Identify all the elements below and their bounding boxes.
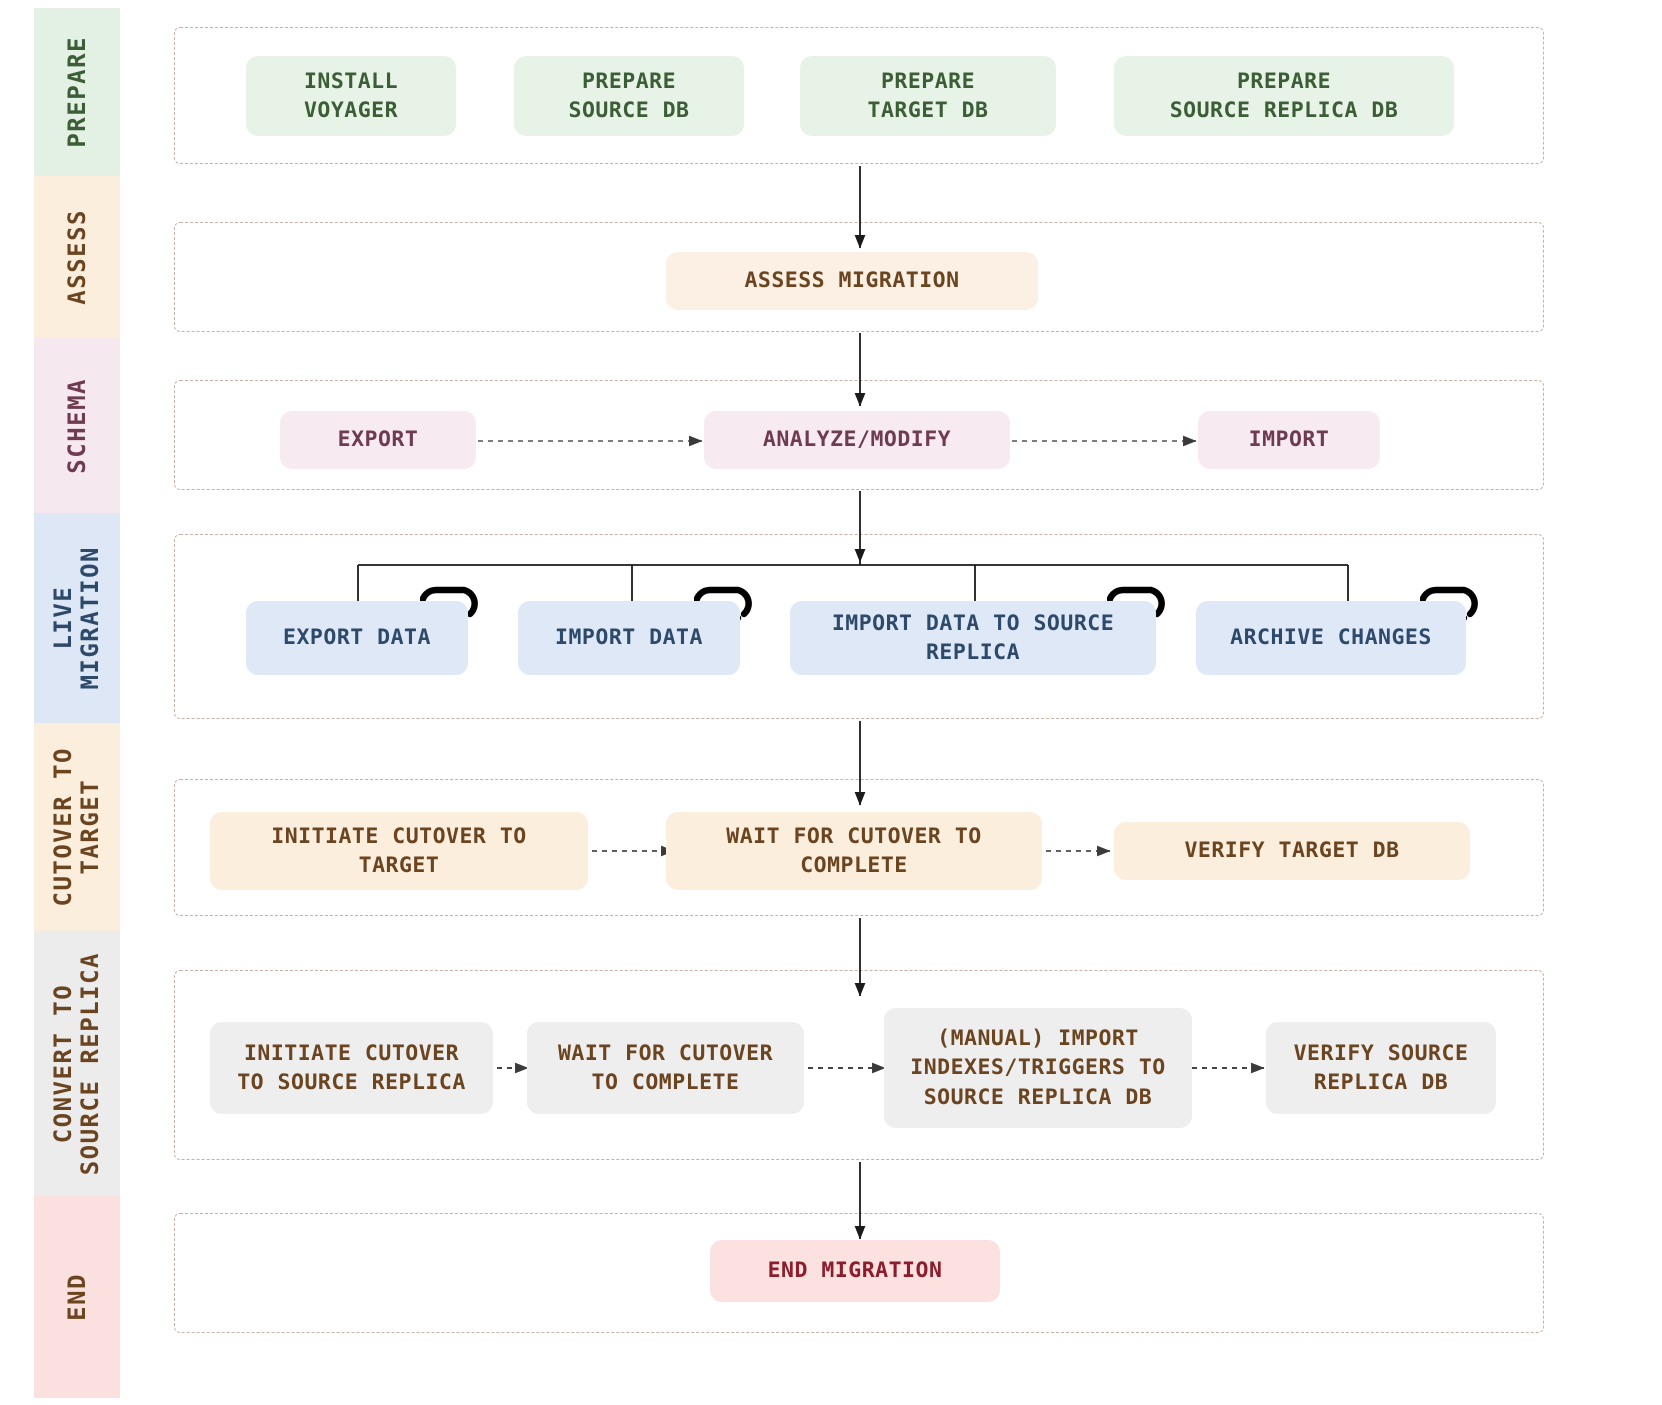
stage-label-end: END [62,1273,91,1321]
node-prepare-source-replica-db[interactable]: PREPARE SOURCE REPLICA DB [1114,56,1454,136]
stage-segment-cutover-to-target: CUTOVER TO TARGET [34,723,120,931]
row-container-schema [174,380,1544,490]
node-wait-for-cutover-to-complete[interactable]: WAIT FOR CUTOVER TO COMPLETE [666,812,1042,890]
stage-rail: PREPARE ASSESS SCHEMA LIVE MIGRATION CUT… [34,8,120,1398]
stage-segment-schema: SCHEMA [34,338,120,513]
node-prepare-source-db[interactable]: PREPARE SOURCE DB [514,56,744,136]
stage-segment-assess: ASSESS [34,176,120,338]
stage-label-prepare: PREPARE [62,36,91,148]
node-end-migration[interactable]: END MIGRATION [710,1240,1000,1302]
row-container-live-migration [174,534,1544,719]
node-initiate-cutover-to-target[interactable]: INITIATE CUTOVER TO TARGET [210,812,588,890]
stage-label-schema: SCHEMA [62,377,91,474]
stage-label-cutover-to-target: CUTOVER TO TARGET [49,747,104,907]
node-verify-target-db[interactable]: VERIFY TARGET DB [1114,822,1470,880]
row-container-prepare [174,27,1544,164]
stage-segment-end: END [34,1196,120,1398]
stage-segment-prepare: PREPARE [34,8,120,176]
node-import-data[interactable]: IMPORT DATA [518,601,740,675]
node-assess-migration[interactable]: ASSESS MIGRATION [666,252,1038,310]
node-archive-changes[interactable]: ARCHIVE CHANGES [1196,601,1466,675]
node-import[interactable]: IMPORT [1198,411,1380,469]
stage-segment-live-migration: LIVE MIGRATION [34,513,120,723]
node-prepare-target-db[interactable]: PREPARE TARGET DB [800,56,1056,136]
node-export[interactable]: EXPORT [280,411,476,469]
node-wait-for-cutover-to-complete-2[interactable]: WAIT FOR CUTOVER TO COMPLETE [527,1022,804,1114]
row-container-convert-to-source-replica [174,970,1544,1160]
node-manual-import-indexes-triggers[interactable]: (MANUAL) IMPORT INDEXES/TRIGGERS TO SOUR… [884,1008,1192,1128]
stage-label-assess: ASSESS [62,209,91,305]
node-verify-source-replica-db[interactable]: VERIFY SOURCE REPLICA DB [1266,1022,1496,1114]
stage-label-live-migration: LIVE MIGRATION [49,546,104,690]
node-analyze-modify[interactable]: ANALYZE/MODIFY [704,411,1010,469]
node-initiate-cutover-to-source-replica[interactable]: INITIATE CUTOVER TO SOURCE REPLICA [210,1022,493,1114]
row-container-assess [174,222,1544,332]
stage-segment-convert-to-source-replica: CONVERT TO SOURCE REPLICA [34,931,120,1196]
row-container-end [174,1213,1544,1333]
node-import-data-to-source-replica[interactable]: IMPORT DATA TO SOURCE REPLICA [790,601,1156,675]
row-container-cutover-to-target [174,779,1544,916]
node-install-voyager[interactable]: INSTALL VOYAGER [246,56,456,136]
stage-label-convert-to-source-replica: CONVERT TO SOURCE REPLICA [49,951,104,1176]
node-export-data[interactable]: EXPORT DATA [246,601,468,675]
